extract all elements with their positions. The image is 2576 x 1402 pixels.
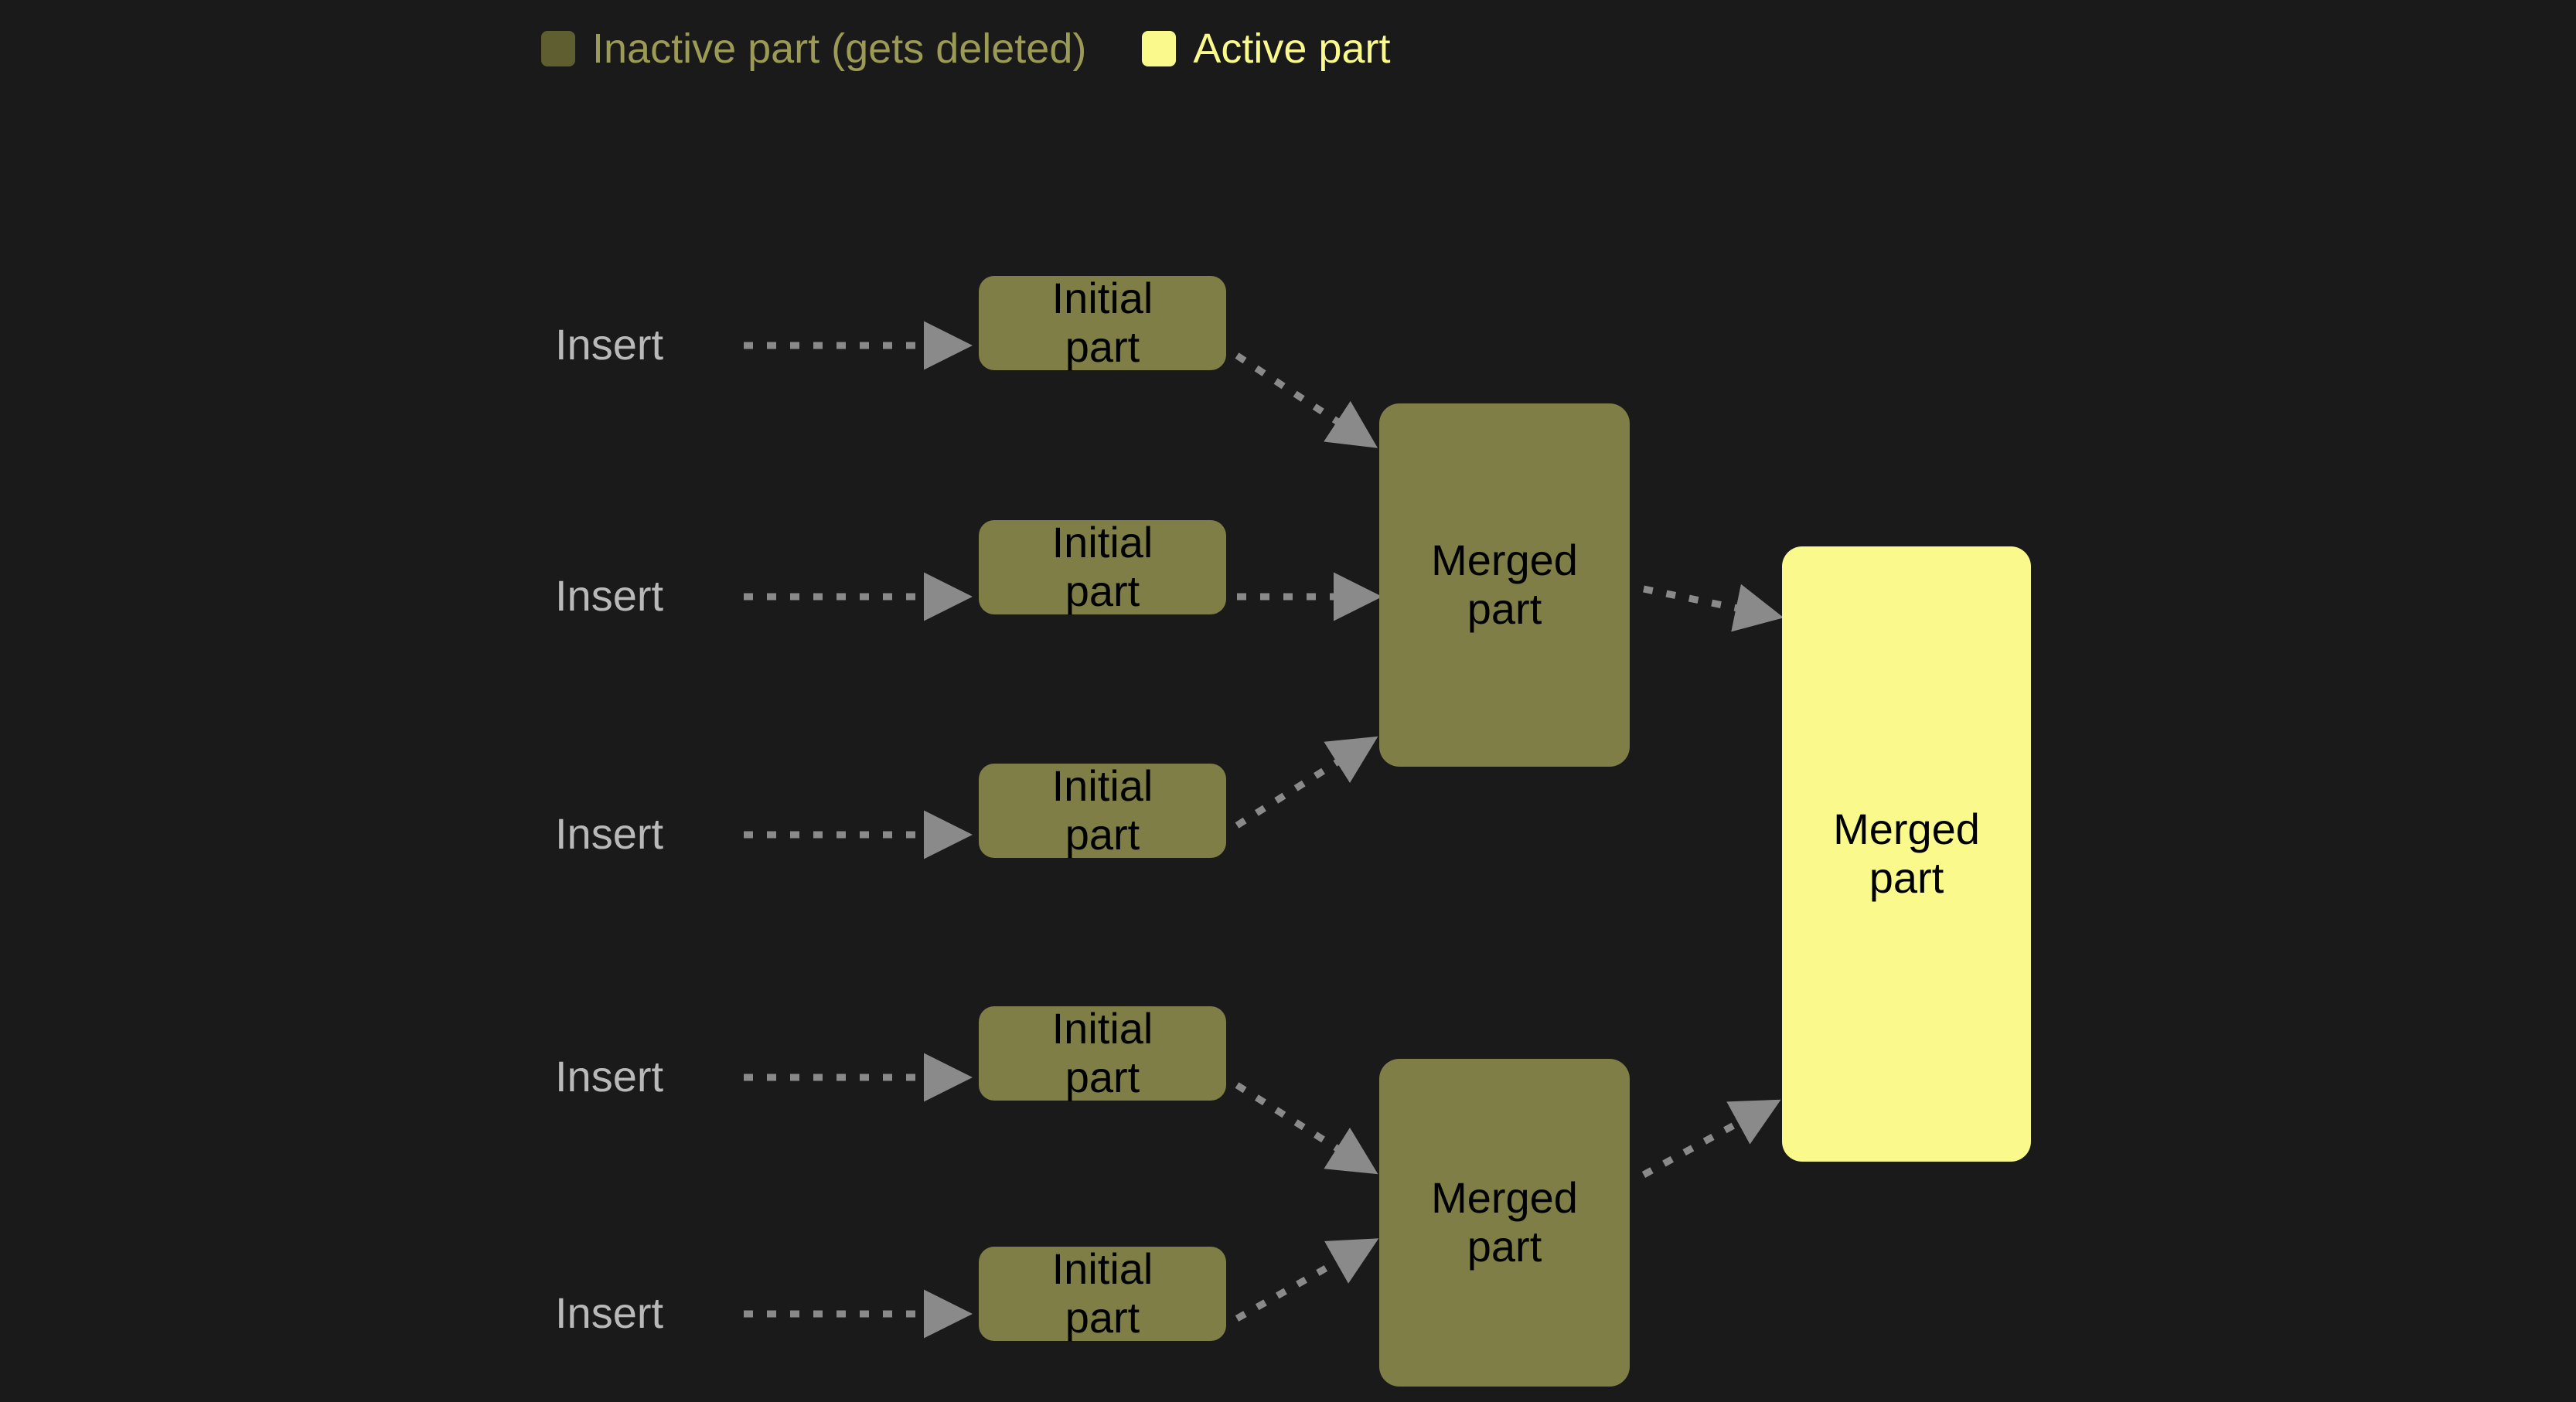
node-label-line2: part: [1467, 1222, 1542, 1271]
node-label-line1: Initial: [1051, 518, 1153, 567]
arrow-merge-5: [1235, 1238, 1379, 1322]
node-initial-part-2[interactable]: Initial part: [979, 518, 1226, 615]
node-label: Initial part: [1052, 274, 1153, 371]
insert-arrows: [744, 321, 973, 1339]
node-label-line2: part: [1065, 1053, 1140, 1101]
legend-item-active: Active part: [1142, 28, 1390, 70]
insert-label-2: Insert: [555, 571, 664, 620]
node-merged-part-active[interactable]: Merged part: [1782, 546, 2031, 1162]
legend-label-inactive: Inactive part (gets deleted): [592, 26, 1087, 72]
node-label-line2: part: [1467, 584, 1542, 633]
node-merged-part-2[interactable]: Merged part: [1379, 1059, 1630, 1387]
node-label-line2: part: [1869, 853, 1944, 902]
node-label-line1: Merged: [1833, 805, 1980, 854]
legend-item-inactive: Inactive part (gets deleted): [541, 28, 1086, 70]
node-label-line1: Initial: [1051, 274, 1153, 323]
node-merged-part-1[interactable]: Merged part: [1379, 403, 1630, 767]
node-label-line2: part: [1065, 322, 1140, 371]
node-initial-part-3[interactable]: Initial part: [979, 761, 1226, 859]
node-label-line2: part: [1065, 810, 1140, 859]
insert-label-3: Insert: [555, 809, 664, 858]
node-label: Initial part: [1051, 518, 1153, 615]
insert-label-1: Insert: [555, 320, 664, 369]
legend-label-active: Active part: [1193, 26, 1391, 72]
merge-arrows-bottom: [1235, 1082, 1379, 1322]
node-label-line2: part: [1065, 1293, 1140, 1342]
merge-arrows-top: [1235, 352, 1382, 829]
node-label-line1: Merged: [1431, 1173, 1578, 1223]
arrow-merge-1: [1235, 352, 1378, 448]
node-initial-part-5[interactable]: Initial part: [979, 1244, 1226, 1342]
arrow-merge-3: [1235, 736, 1378, 829]
inactive-swatch-icon: [541, 31, 575, 66]
node-initial-part-1[interactable]: Initial part: [979, 274, 1226, 371]
insert-label-4: Insert: [555, 1052, 664, 1101]
node-initial-part-4[interactable]: Initial part: [979, 1004, 1226, 1101]
active-swatch-icon: [1142, 31, 1177, 66]
node-label: Initial part: [1051, 1244, 1153, 1342]
node-label: Initial part: [1051, 1004, 1153, 1101]
arrow-final-top: [1643, 584, 1784, 632]
final-merge-arrows: [1641, 584, 1784, 1178]
legend: Inactive part (gets deleted) Active part: [0, 22, 2576, 76]
arrow-merge-4: [1235, 1082, 1378, 1175]
node-label: Merged part: [1833, 805, 1980, 902]
node-label-line1: Merged: [1431, 536, 1578, 585]
node-label: Initial part: [1051, 761, 1153, 859]
node-label-line1: Initial: [1051, 1004, 1153, 1053]
node-label-line1: Initial: [1051, 761, 1153, 811]
insert-label-5: Insert: [555, 1288, 664, 1337]
node-label-line1: Initial: [1051, 1244, 1153, 1294]
node-label: Merged part: [1431, 536, 1578, 633]
node-label: Merged part: [1431, 1173, 1578, 1271]
node-label-line2: part: [1065, 567, 1140, 615]
arrow-final-bottom: [1641, 1099, 1781, 1178]
